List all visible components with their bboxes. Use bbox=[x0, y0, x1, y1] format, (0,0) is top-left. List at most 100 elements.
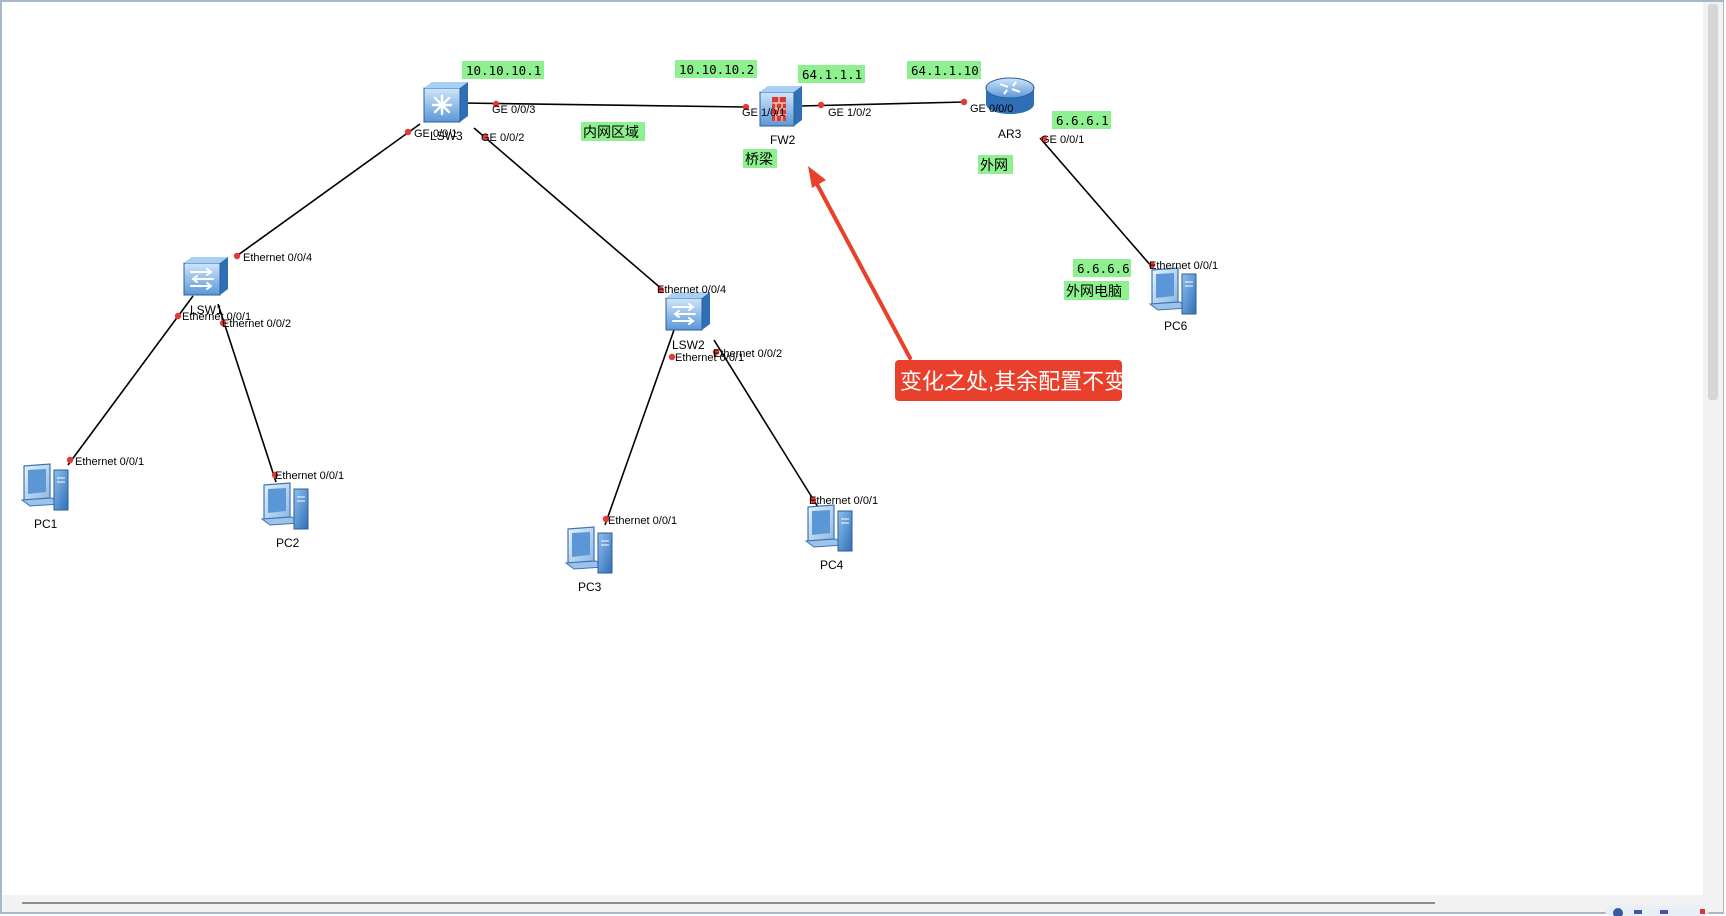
ip-label: 64.1.1.10 bbox=[911, 63, 979, 78]
port-dots bbox=[66, 98, 1156, 523]
link-lsw2-pc3 bbox=[604, 329, 675, 526]
device-label: PC3 bbox=[578, 580, 602, 594]
port-label: Ethernet 0/0/1 bbox=[75, 456, 144, 468]
link-lsw2-pc4 bbox=[713, 339, 819, 508]
links bbox=[67, 101, 1153, 526]
port-label: Ethernet 0/0/1 bbox=[608, 515, 677, 527]
zone-label-bg bbox=[743, 149, 777, 168]
ip-label: 6.6.6.6 bbox=[1077, 261, 1130, 276]
device-label: AR3 bbox=[998, 127, 1022, 141]
ip-labels: 10.10.10.1 10.10.10.2 64.1.1.1 64.1.1.10… bbox=[462, 60, 1131, 277]
port-dot bbox=[668, 353, 676, 361]
tray-widget[interactable] bbox=[1605, 905, 1709, 916]
device-lsw2[interactable]: LSW2 bbox=[665, 292, 710, 352]
pc-icon bbox=[804, 504, 853, 552]
device-label: LSW2 bbox=[672, 338, 705, 352]
port-label: Ethernet 0/0/4 bbox=[243, 252, 312, 264]
switch-icon bbox=[665, 292, 710, 331]
router-icon bbox=[985, 77, 1035, 114]
port-label: GE 1/0/2 bbox=[828, 107, 871, 119]
device-ar3[interactable]: AR3 bbox=[985, 77, 1035, 141]
port-label: Ethernet 0/0/1 bbox=[675, 352, 744, 364]
pc-icon bbox=[564, 526, 613, 574]
port-dot bbox=[66, 456, 74, 464]
ip-label-bg bbox=[675, 60, 757, 78]
port-label: Ethernet 0/0/1 bbox=[809, 495, 878, 507]
l3-switch-icon bbox=[423, 82, 468, 123]
device-lsw1[interactable]: LSW1 bbox=[183, 257, 228, 317]
callout-box: 变化之处,其余配置不变 bbox=[895, 360, 1126, 401]
device-fw2[interactable]: FW2 bbox=[759, 86, 802, 147]
port-dot bbox=[174, 312, 182, 320]
device-label: LSW3 bbox=[430, 129, 463, 143]
port-dot bbox=[809, 496, 817, 504]
callout-bg bbox=[895, 360, 1122, 401]
device-pc1[interactable]: PC1 bbox=[20, 463, 69, 531]
port-label: Ethernet 0/0/1 bbox=[1149, 260, 1218, 272]
ip-label: 64.1.1.1 bbox=[802, 67, 862, 82]
ip-label: 10.10.10.2 bbox=[679, 62, 754, 77]
port-dot bbox=[404, 128, 412, 136]
callout-arrow bbox=[808, 166, 912, 360]
port-label: Ethernet 0/0/2 bbox=[713, 348, 782, 360]
port-label: Ethernet 0/0/4 bbox=[657, 284, 726, 296]
port-dot bbox=[960, 98, 968, 106]
ip-label-bg bbox=[798, 65, 865, 83]
port-dot bbox=[742, 103, 750, 111]
zone-label-bg bbox=[978, 155, 1013, 174]
link-lsw1-pc1 bbox=[67, 295, 194, 466]
port-dot bbox=[481, 133, 489, 141]
port-label: Ethernet 0/0/1 bbox=[182, 311, 251, 323]
port-dot bbox=[233, 252, 241, 260]
pc-icon bbox=[260, 482, 309, 530]
device-pc4[interactable]: PC4 bbox=[804, 504, 853, 572]
link-lsw3-lsw1 bbox=[237, 123, 421, 256]
port-dot bbox=[817, 101, 825, 109]
device-label: LSW1 bbox=[190, 303, 223, 317]
ip-label-bg bbox=[907, 61, 981, 79]
pc-icon bbox=[20, 463, 69, 511]
port-label: GE 1/0/1 bbox=[742, 107, 785, 119]
port-label: GE 0/0/2 bbox=[481, 132, 524, 144]
port-dot bbox=[657, 286, 665, 294]
port-dot bbox=[492, 100, 500, 108]
zone-label: 桥梁 bbox=[745, 151, 773, 167]
device-lsw3[interactable]: LSW3 bbox=[423, 82, 468, 143]
link-lsw3-lsw2 bbox=[473, 127, 664, 291]
port-label: Ethernet 0/0/1 bbox=[275, 470, 344, 482]
port-dot bbox=[271, 471, 279, 479]
device-pc2[interactable]: PC2 bbox=[260, 482, 309, 550]
pc-icon bbox=[1148, 267, 1197, 315]
port-label: GE 0/0/1 bbox=[414, 128, 457, 140]
zone-label-bg bbox=[1064, 281, 1129, 300]
port-label: GE 0/0/0 bbox=[970, 103, 1013, 115]
port-dot bbox=[1040, 135, 1048, 143]
port-labels: GE 0/0/3 GE 0/0/1 GE 0/0/2 GE 1/0/1 GE 1… bbox=[75, 103, 1218, 527]
port-dot bbox=[219, 319, 227, 327]
ip-label: 10.10.10.1 bbox=[466, 63, 541, 78]
port-dot bbox=[712, 348, 720, 356]
zone-label: 外网电脑 bbox=[1066, 283, 1122, 299]
ip-label-bg bbox=[462, 61, 544, 79]
port-dot bbox=[602, 515, 610, 523]
link-lsw1-pc2 bbox=[217, 303, 277, 483]
port-dot bbox=[1148, 261, 1156, 269]
device-pc6[interactable]: PC6 bbox=[1148, 267, 1197, 333]
zone-label: 内网区域 bbox=[583, 124, 639, 140]
zone-label-bg bbox=[581, 122, 645, 141]
switch-icon bbox=[183, 257, 228, 296]
device-label: PC2 bbox=[276, 536, 300, 550]
port-label: GE 0/0/1 bbox=[1041, 134, 1084, 146]
port-label: Ethernet 0/0/2 bbox=[222, 318, 291, 330]
vertical-scrollbar-thumb[interactable] bbox=[1708, 4, 1718, 400]
ip-label-bg bbox=[1052, 111, 1111, 129]
link-fw2-ar3 bbox=[799, 101, 966, 107]
zone-label: 外网 bbox=[980, 157, 1008, 173]
callout-text: 变化之处,其余配置不变 bbox=[900, 369, 1126, 394]
device-label: FW2 bbox=[770, 133, 796, 147]
link-ar3-pc6 bbox=[1039, 137, 1153, 268]
device-pc3[interactable]: PC3 bbox=[564, 526, 613, 594]
